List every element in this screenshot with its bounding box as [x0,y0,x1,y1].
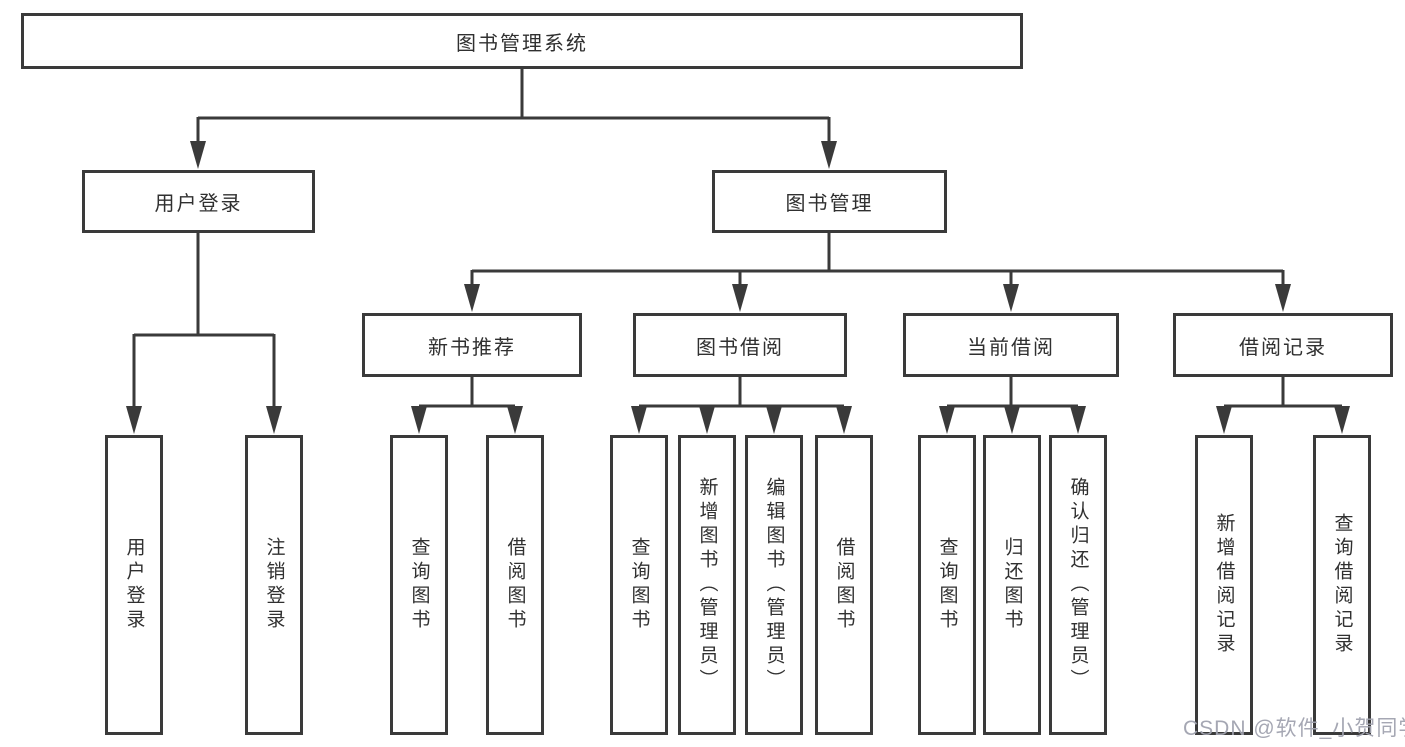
node-user-login: 用户登录 [82,170,315,233]
leaf-edit-books-admin: 编辑图书（管理员） [745,435,803,735]
node-label: 图书借阅 [696,336,784,359]
node-label: 借阅记录 [1239,336,1327,359]
arrowheads-current-borrow-children [939,406,1086,434]
leaf-return-books: 归还图书 [983,435,1041,735]
node-label: 归还图书 [1001,537,1023,633]
arrowheads-borrow-record-children [1216,406,1350,434]
node-book-management: 图书管理 [712,170,947,233]
node-label: 借阅图书 [504,537,526,633]
leaf-query-books-borrow: 查询图书 [610,435,668,735]
leaf-query-borrow-record: 查询借阅记录 [1313,435,1371,735]
node-label: 新增图书（管理员） [696,477,718,693]
connector-borrow-record-children [1224,377,1342,408]
leaf-query-books-recommend: 查询图书 [390,435,448,735]
node-current-borrow: 当前借阅 [903,313,1119,377]
node-label: 用户登录 [154,193,243,215]
connector-book-mgmt-children [470,233,1285,285]
arrowheads-level2 [190,141,837,169]
connector-root-to-level2 [196,69,831,142]
node-root-library-system: 图书管理系统 [21,13,1023,69]
leaf-borrow-books: 借阅图书 [815,435,873,735]
connector-book-borrow-children [639,377,844,408]
node-label: 查询图书 [408,537,430,633]
arrowheads-user-login-children [126,406,282,434]
arrowheads-book-borrow-children [631,406,852,434]
node-label: 图书管理系统 [456,32,588,55]
leaf-add-books-admin: 新增图书（管理员） [678,435,736,735]
arrowheads-level3 [464,284,1291,312]
leaf-user-login: 用户登录 [105,435,163,735]
node-label: 新增借阅记录 [1213,513,1235,657]
node-label: 图书管理 [785,193,874,215]
node-label: 编辑图书（管理员） [763,477,785,693]
node-label: 用户登录 [123,537,145,633]
node-label: 注销登录 [263,537,285,633]
connector-new-book-children [419,377,515,408]
node-label: 查询图书 [628,537,650,633]
node-label: 查询图书 [936,537,958,633]
node-book-borrow: 图书借阅 [633,313,847,377]
node-label: 查询借阅记录 [1331,513,1353,657]
node-label: 新书推荐 [428,336,516,359]
leaf-logout: 注销登录 [245,435,303,735]
connector-current-borrow-children [947,377,1078,408]
node-new-book-recommend: 新书推荐 [362,313,582,377]
node-label: 当前借阅 [967,336,1055,359]
leaf-query-books-current: 查询图书 [918,435,976,735]
node-borrow-record: 借阅记录 [1173,313,1393,377]
node-label: 确认归还（管理员） [1067,477,1089,693]
arrowheads-new-book-children [411,406,523,434]
node-label: 借阅图书 [833,537,855,633]
leaf-add-borrow-record: 新增借阅记录 [1195,435,1253,735]
leaf-borrow-books-recommend: 借阅图书 [486,435,544,735]
leaf-confirm-return-admin: 确认归还（管理员） [1049,435,1107,735]
connector-user-login-children [132,233,276,407]
